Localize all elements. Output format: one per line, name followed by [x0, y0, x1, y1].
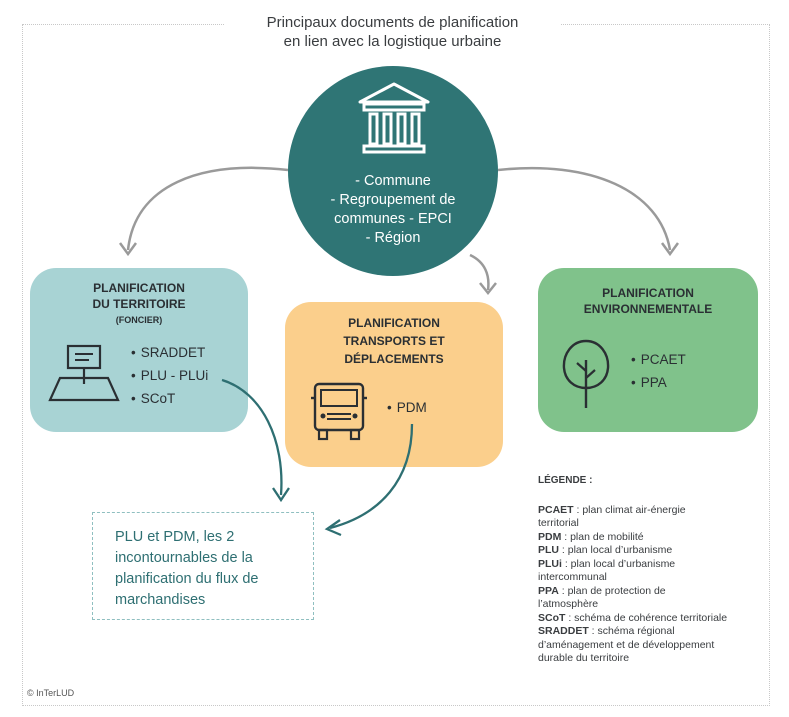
legend-entry: SRADDET : schéma régional	[538, 625, 763, 639]
highlight-box: PLU et PDM, les 2 incontournables de la …	[92, 512, 314, 620]
arrowhead-environnement	[660, 242, 680, 257]
item-pcaet: PCAET	[631, 348, 686, 371]
legend-entry: PDM : plan de mobilité	[538, 531, 763, 545]
authority-commune: - Commune	[355, 173, 431, 189]
diagram-title: Principaux documents de planification en…	[225, 13, 560, 51]
connector-pdm	[329, 423, 414, 530]
card-transports-title-3: DÉPLACEMENTS	[344, 352, 444, 366]
credit: © InTerLUD	[27, 688, 75, 698]
legend-last-line: durable du territoire	[538, 652, 630, 664]
legend-entry: PLU : plan local d’urbanisme	[538, 544, 763, 558]
authority-region: - Région	[365, 230, 421, 246]
card-territoire-list: SRADDET PLU - PLUi SCoT	[131, 341, 209, 410]
arrowhead-transports	[479, 282, 497, 296]
item-ppa: PPA	[631, 371, 686, 394]
connector-plu-head	[272, 487, 290, 503]
map-signboard-icon	[48, 344, 120, 402]
card-transports-title-2: TRANSPORTS ET	[343, 334, 445, 348]
legend-abbr: PPA	[538, 584, 559, 597]
item-plu-plui: PLU - PLUi	[131, 364, 209, 387]
authority-epci: communes - EPCI	[334, 211, 452, 227]
legend-entry: PCAET : plan climat air-énergie	[538, 504, 763, 518]
legend-definition-cont: intercommunal	[538, 571, 607, 583]
card-planification-territoire: PLANIFICATION DU TERRITOIRE (FONCIER) SR…	[30, 268, 248, 432]
legend-definition: : schéma de cohérence territoriale	[565, 611, 728, 624]
legend-definition-cont: d’aménagement et de développement	[538, 638, 715, 651]
legend: LÉGENDE : PCAET : plan climat air-énergi…	[538, 474, 763, 666]
highlight-line-3: planification du flux de	[115, 571, 259, 587]
connector-pdm-head	[324, 519, 342, 537]
card-environnement-title-2: ENVIRONNEMENTALE	[583, 302, 713, 316]
legend-definition: : plan local d’urbanisme	[559, 544, 673, 556]
highlight-line-4: marchandises	[115, 592, 206, 608]
card-environnement-title-1: PLANIFICATION	[602, 286, 694, 300]
item-pdm: PDM	[387, 396, 427, 419]
card-territoire-title-3: (FONCIER)	[115, 315, 163, 325]
legend-abbr: SCoT	[538, 611, 566, 624]
truck-icon	[311, 382, 367, 441]
arrow-to-transports	[469, 253, 490, 291]
legend-definition: : plan climat air-énergie	[573, 503, 686, 516]
card-transports-list: PDM	[387, 396, 427, 419]
arrow-to-territoire	[126, 166, 289, 251]
card-planification-environnementale: PLANIFICATION ENVIRONNEMENTALE PCAET PPA	[538, 268, 758, 432]
legend-abbr: PCAET	[538, 503, 574, 516]
title-line-2: en lien avec la logistique urbaine	[283, 33, 502, 50]
legend-abbr: PLU	[538, 544, 559, 556]
legend-entry: PLUi : plan local d’urbanisme	[538, 558, 763, 572]
legend-definition-cont: l’atmosphère	[538, 598, 599, 610]
legend-abbr: PDM	[538, 530, 562, 543]
card-territoire-title-1: PLANIFICATION	[93, 281, 185, 295]
card-environnement-title: PLANIFICATION ENVIRONNEMENTALE	[538, 285, 758, 317]
card-planification-transports: PLANIFICATION TRANSPORTS ET DÉPLACEMENTS…	[285, 302, 503, 467]
highlight-line-1: PLU et PDM, les 2	[115, 529, 235, 545]
legend-title: LÉGENDE :	[538, 475, 593, 486]
card-territoire-title-2: DU TERRITOIRE	[92, 297, 186, 311]
card-transports-title-1: PLANIFICATION	[348, 316, 440, 330]
arrowhead-territoire	[118, 242, 138, 257]
authority-regroupement: - Regroupement de	[330, 192, 456, 208]
item-scot: SCoT	[131, 387, 208, 410]
title-line-1: Principaux documents de planification	[266, 14, 519, 31]
legend-definition: : plan de mobilité	[561, 530, 644, 543]
government-building-icon	[358, 82, 430, 154]
highlight-text: PLU et PDM, les 2 incontournables de la …	[115, 527, 311, 611]
legend-abbr: PLUi	[538, 557, 562, 570]
legend-definition: : schéma régional	[588, 625, 675, 637]
card-territoire-title: PLANIFICATION DU TERRITOIRE (FONCIER)	[30, 280, 248, 328]
legend-entry: PPA : plan de protection de	[538, 585, 763, 599]
legend-entry: SCoT : schéma de cohérence territoriale	[538, 612, 763, 626]
card-transports-title: PLANIFICATION TRANSPORTS ET DÉPLACEMENTS	[285, 314, 503, 368]
card-environnement-list: PCAET PPA	[631, 348, 686, 394]
item-sraddet: SRADDET	[131, 341, 208, 364]
legend-definition: : plan de protection de	[558, 584, 666, 597]
tree-icon	[562, 339, 610, 408]
legend-definition: : plan local d’urbanisme	[561, 557, 676, 570]
legend-definition-cont: territorial	[538, 517, 579, 529]
arrow-to-environnement	[497, 166, 672, 251]
highlight-line-2: incontournables de la	[115, 550, 253, 566]
legend-abbr: SRADDET	[538, 625, 589, 637]
connector-plu	[221, 378, 283, 496]
